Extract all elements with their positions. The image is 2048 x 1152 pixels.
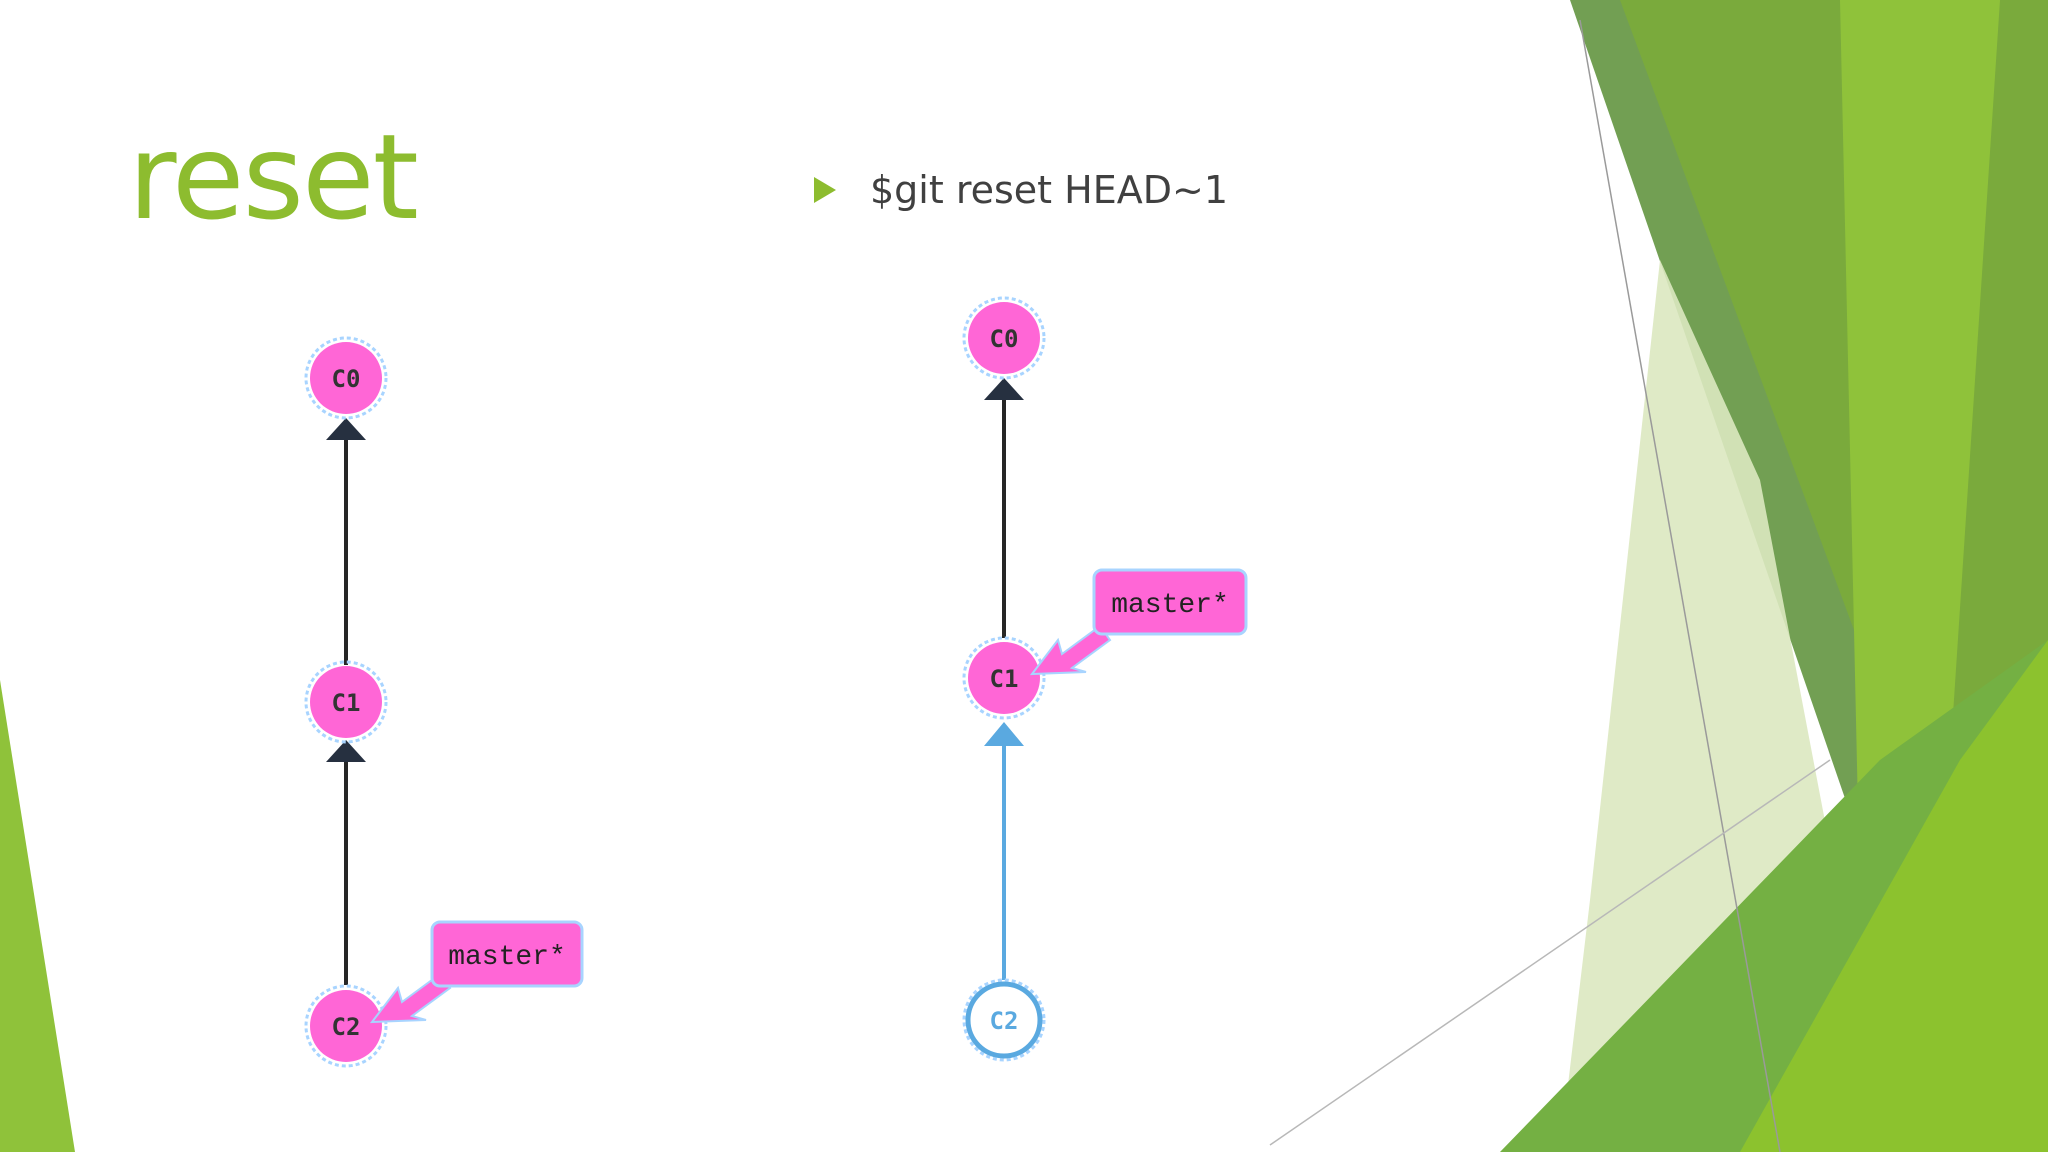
commit-c2-label: C2 [332, 1013, 361, 1041]
right-thin-line-2 [1269, 759, 1831, 1146]
arrowhead-c0 [326, 418, 366, 440]
arrowhead-c1-orphan [984, 722, 1024, 746]
arrowhead-c0 [984, 378, 1024, 400]
commit-c2[interactable]: C2 [304, 984, 388, 1068]
branch-master-label[interactable]: master* [430, 920, 584, 988]
right-thin-line-1 [1579, 19, 1781, 1152]
branch-master-label[interactable]: master* [1092, 568, 1248, 636]
commit-c1[interactable]: C1 [304, 660, 388, 744]
bullet-arrow-icon [814, 177, 836, 203]
commit-c1-label: C1 [990, 665, 1019, 693]
bullet-command: $git reset HEAD~1 [870, 168, 1229, 212]
commit-c2-orphaned[interactable]: C2 [962, 978, 1046, 1062]
commit-c0[interactable]: C0 [304, 336, 388, 420]
left-green-shape [0, 680, 75, 1152]
commit-c1-label: C1 [332, 689, 361, 717]
branch-master-text: master* [448, 942, 566, 973]
commit-c2-orphaned-label: C2 [990, 1007, 1019, 1035]
commit-c0-label: C0 [990, 325, 1019, 353]
after-diagram: C0 C1 C2 master* [962, 296, 1248, 1062]
right-green-shape-bottom-light [1740, 640, 2048, 1152]
bullet-item: $git reset HEAD~1 [814, 168, 1228, 212]
before-diagram: C0 C1 C2 master* [304, 336, 584, 1068]
slide-title: reset [128, 108, 419, 246]
commit-c0[interactable]: C0 [962, 296, 1046, 380]
commit-c1[interactable]: C1 [962, 636, 1046, 720]
arrowhead-c1 [326, 740, 366, 762]
commit-c0-label: C0 [332, 365, 361, 393]
branch-master-text: master* [1111, 590, 1229, 621]
